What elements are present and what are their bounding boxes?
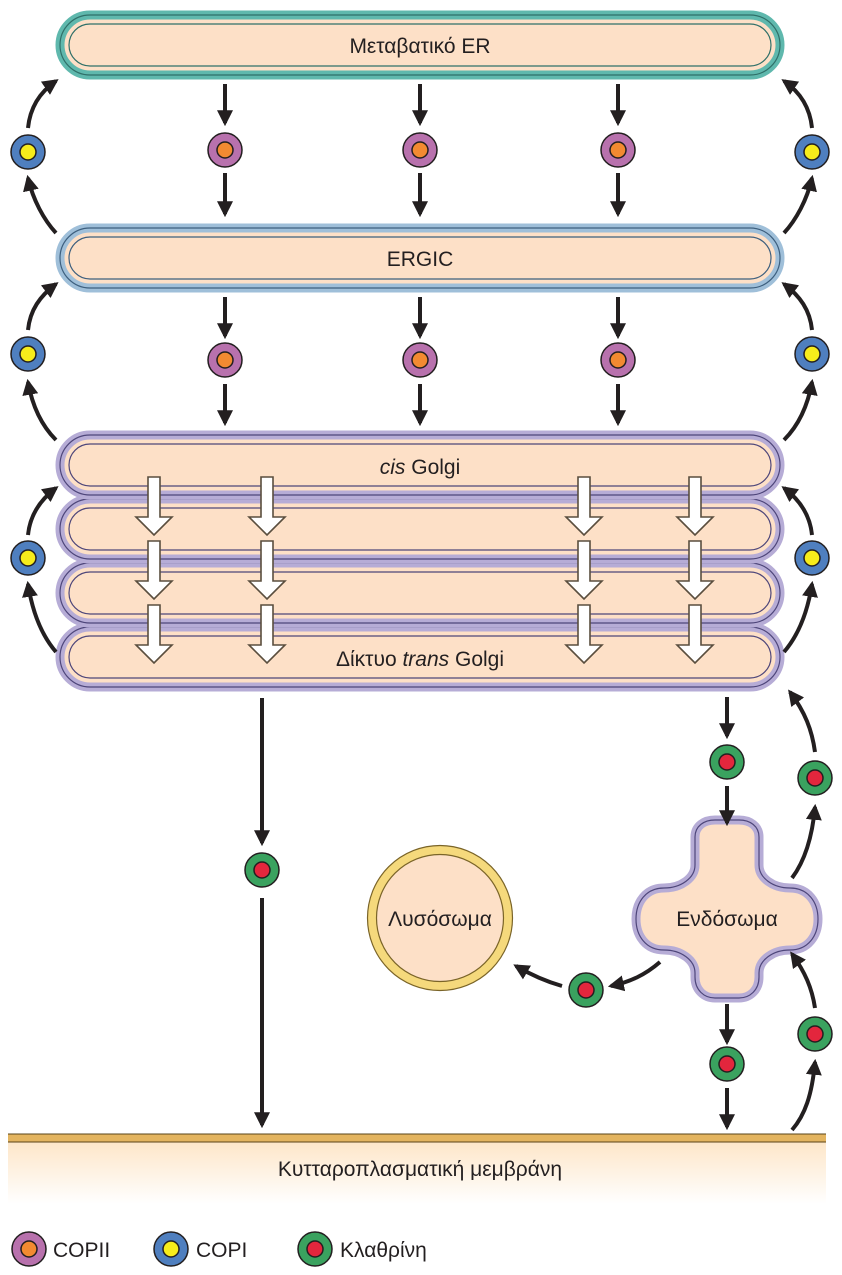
- er-label: Μεταβατικό ER: [349, 35, 490, 58]
- copii-vesicle: [600, 132, 636, 168]
- endosome: Ενδόσωμα: [631, 815, 823, 1003]
- lysosome-label: Λυσόσωμα: [388, 908, 492, 931]
- copii-vesicle: [207, 342, 243, 378]
- clathrin-vesicle: [568, 972, 604, 1008]
- arrow: [22, 378, 58, 442]
- transit-arrow: [247, 604, 287, 665]
- transit-arrow: [675, 476, 715, 537]
- copi-vesicle: [10, 134, 46, 170]
- arrow: [782, 378, 818, 442]
- plasma-membrane: Κυτταροπλασματική μεμβράνη: [8, 1133, 826, 1204]
- lysosome: Λυσόσωμα: [366, 844, 514, 992]
- arrow: [782, 580, 818, 654]
- transit-arrow: [675, 604, 715, 665]
- arrow: [788, 689, 817, 753]
- arrow: [26, 282, 59, 331]
- arrow: [22, 580, 58, 654]
- copii-vesicle: [207, 132, 243, 168]
- golgi-transit-arrows: [134, 476, 715, 665]
- arrow: [790, 803, 822, 880]
- arrow: [23, 174, 58, 235]
- transit-arrow: [675, 540, 715, 601]
- cis-golgi-label: cis Golgi: [380, 456, 461, 479]
- clathrin-vesicle: [797, 760, 833, 796]
- legend: COPII COPI Κλαθρίνη: [11, 1231, 427, 1267]
- arrow: [513, 964, 563, 988]
- copi-vesicle: [794, 336, 830, 372]
- arrow: [781, 486, 814, 536]
- legend-item-copii: COPII: [11, 1231, 110, 1267]
- ergic: ERGIC: [55, 223, 785, 293]
- transit-arrow: [247, 476, 287, 537]
- medial-golgi-cisterna-2: [55, 558, 785, 628]
- clathrin-vesicle: [797, 1016, 833, 1052]
- legend-item-clathrin: Κλαθρίνη: [297, 1231, 427, 1267]
- transport-arrows: [22, 79, 822, 1132]
- legend-label-copii: COPII: [53, 1239, 110, 1262]
- transitional-er: Μεταβατικό ER: [55, 10, 785, 80]
- clathrin-vesicle: [709, 744, 745, 780]
- vesicles: [10, 132, 833, 1082]
- copi-vesicle: [10, 336, 46, 372]
- transit-arrow: [134, 476, 174, 537]
- copi-vesicle: [794, 540, 830, 576]
- legend-item-copi: COPI: [153, 1231, 247, 1267]
- legend-label-copi: COPI: [196, 1239, 247, 1262]
- cis-golgi: [55, 430, 785, 500]
- transit-arrow: [564, 476, 604, 537]
- copi-vesicle: [794, 134, 830, 170]
- legend-label-clathrin: Κλαθρίνη: [340, 1239, 427, 1262]
- transit-arrow: [564, 540, 604, 601]
- arrow: [607, 960, 662, 992]
- trans-golgi-label: Δίκτυο trans Golgi: [336, 648, 504, 671]
- copii-vesicle: [402, 342, 438, 378]
- copii-vesicle: [600, 342, 636, 378]
- arrow: [790, 1058, 822, 1132]
- arrow: [782, 174, 817, 235]
- copii-vesicle: [402, 132, 438, 168]
- transit-arrow: [134, 604, 174, 665]
- copi-vesicle: [10, 540, 46, 576]
- transit-arrow: [247, 540, 287, 601]
- ergic-label: ERGIC: [387, 248, 454, 271]
- endosome-label: Ενδόσωμα: [676, 908, 777, 931]
- clathrin-vesicle: [709, 1046, 745, 1082]
- arrow: [781, 79, 814, 129]
- arrow: [26, 486, 59, 536]
- golgi-stack: [55, 430, 785, 692]
- arrow: [781, 282, 814, 331]
- arrow: [26, 79, 59, 129]
- plasma-membrane-label: Κυτταροπλασματική μεμβράνη: [278, 1158, 562, 1181]
- arrow: [790, 951, 817, 1009]
- medial-golgi-cisterna-1: [55, 494, 785, 564]
- clathrin-vesicle: [244, 852, 280, 888]
- transit-arrow: [564, 604, 604, 665]
- transit-arrow: [134, 540, 174, 601]
